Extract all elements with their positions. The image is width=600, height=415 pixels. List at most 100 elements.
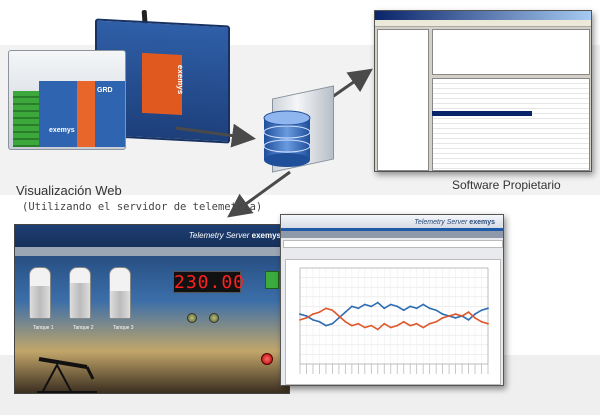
database-icon xyxy=(263,110,311,167)
series-2-point xyxy=(337,315,340,317)
arrow-device-to-server xyxy=(175,123,256,148)
digital-display: 230.00 xyxy=(173,271,246,293)
software-menu-bar xyxy=(375,20,591,27)
series-1-point xyxy=(337,317,340,319)
software-window xyxy=(374,10,592,172)
series-2-point xyxy=(305,317,308,319)
alarm-button xyxy=(261,353,273,365)
series-1-point xyxy=(325,324,327,327)
series-1-point xyxy=(389,303,392,306)
web-nav-bar xyxy=(15,247,289,256)
web-caption: Visualización Web xyxy=(16,183,122,198)
web-header: Telemetry Server exemys xyxy=(15,225,289,247)
series-1-point xyxy=(312,318,314,321)
series-1-point xyxy=(428,307,431,310)
series-1-point xyxy=(480,309,483,312)
series-1-point xyxy=(415,307,418,310)
telemetry-server-title: Telemetry Server exemys xyxy=(188,231,281,240)
series-1-point xyxy=(435,309,438,312)
software-data-grid xyxy=(432,78,590,171)
series-2-point xyxy=(402,320,405,323)
series-2-point xyxy=(396,324,399,327)
series-2-point xyxy=(318,311,321,314)
tank-2-level xyxy=(70,283,90,318)
series-2-point xyxy=(363,326,366,329)
web-trend-screen: Telemetry Server exemys xyxy=(280,214,504,386)
series-2-point xyxy=(480,320,483,323)
device-front: GRD exemys xyxy=(8,50,126,150)
series-line-1 xyxy=(299,301,489,327)
series-2-point xyxy=(389,326,392,329)
plot-frame xyxy=(299,267,489,365)
series-1-point xyxy=(357,307,360,310)
date-filter-bar xyxy=(283,240,503,248)
series-1-point xyxy=(299,313,301,315)
arrow-server-to-web xyxy=(227,170,291,218)
series-2-point xyxy=(344,320,347,323)
telemetry-server-title: Telemetry Server exemys xyxy=(414,219,495,226)
status-indicator xyxy=(265,271,279,289)
software-selected-row xyxy=(432,111,532,116)
header-stripe xyxy=(281,228,503,231)
series-2-point xyxy=(467,311,470,314)
series-2-point xyxy=(370,324,373,327)
series-2-point xyxy=(428,322,431,325)
knob-icon xyxy=(187,313,197,323)
tank-3-label: Tanque 3 xyxy=(113,325,134,331)
tank-3-level xyxy=(110,290,130,318)
tank-1-level xyxy=(30,285,50,318)
series-1-point xyxy=(331,322,334,325)
brand-label: exemys xyxy=(49,127,75,134)
software-query-panel xyxy=(432,29,590,75)
software-tree-panel xyxy=(377,29,429,171)
grd-device: GRD exemys GRD exemys xyxy=(0,0,240,160)
series-1-point xyxy=(344,311,347,314)
series-1-point xyxy=(487,307,489,310)
series-2-point xyxy=(383,322,386,325)
series-1-point xyxy=(441,313,444,315)
series-1-point xyxy=(318,320,321,323)
series-2-point xyxy=(415,322,418,325)
tank-2-label: Tanque 2 xyxy=(73,325,94,331)
grd-label: GRD xyxy=(97,87,113,94)
tank-1-icon xyxy=(29,267,51,319)
series-2-point xyxy=(409,324,412,327)
series-line-2 xyxy=(299,307,489,331)
series-2-point xyxy=(325,307,327,310)
series-2-point xyxy=(299,318,301,321)
web2-header: Telemetry Server exemys xyxy=(281,215,503,231)
series-2-point xyxy=(474,317,476,319)
trend-chart xyxy=(299,267,489,374)
series-1-point xyxy=(467,318,470,321)
knob-icon xyxy=(209,313,219,323)
software-caption: Software Propietario xyxy=(452,178,561,192)
series-2-point xyxy=(350,324,353,327)
series-1-point xyxy=(363,303,366,306)
series-1-point xyxy=(383,307,386,310)
web2-nav-bar xyxy=(281,231,503,238)
series-2-point xyxy=(441,317,444,319)
series-2-point xyxy=(357,322,360,325)
series-1-point xyxy=(422,303,425,306)
series-1-point xyxy=(370,305,373,308)
web-scada-screen: Telemetry Server exemys Tanque 1 Tanque … xyxy=(14,224,290,394)
trend-chart-panel xyxy=(285,259,501,385)
series-1-point xyxy=(454,317,457,319)
series-1-point xyxy=(376,301,379,304)
series-1-point xyxy=(350,305,353,308)
series-2-point xyxy=(331,309,334,312)
series-2-point xyxy=(435,320,438,323)
series-1-point xyxy=(409,305,412,308)
terminal-block-icon xyxy=(13,91,39,147)
series-1-point xyxy=(305,315,308,317)
series-1-point xyxy=(402,309,405,312)
tank-3-icon xyxy=(109,267,131,319)
oil-pump-icon xyxy=(37,357,97,393)
series-2-point xyxy=(448,315,451,317)
tank-1-label: Tanque 1 xyxy=(33,325,54,331)
web-subcaption: (Utilizando el servidor de telemetría) xyxy=(22,201,263,213)
series-2-point xyxy=(454,313,457,315)
series-2-point xyxy=(487,322,489,325)
series-1-point xyxy=(396,305,399,308)
series-1-point xyxy=(474,313,476,315)
